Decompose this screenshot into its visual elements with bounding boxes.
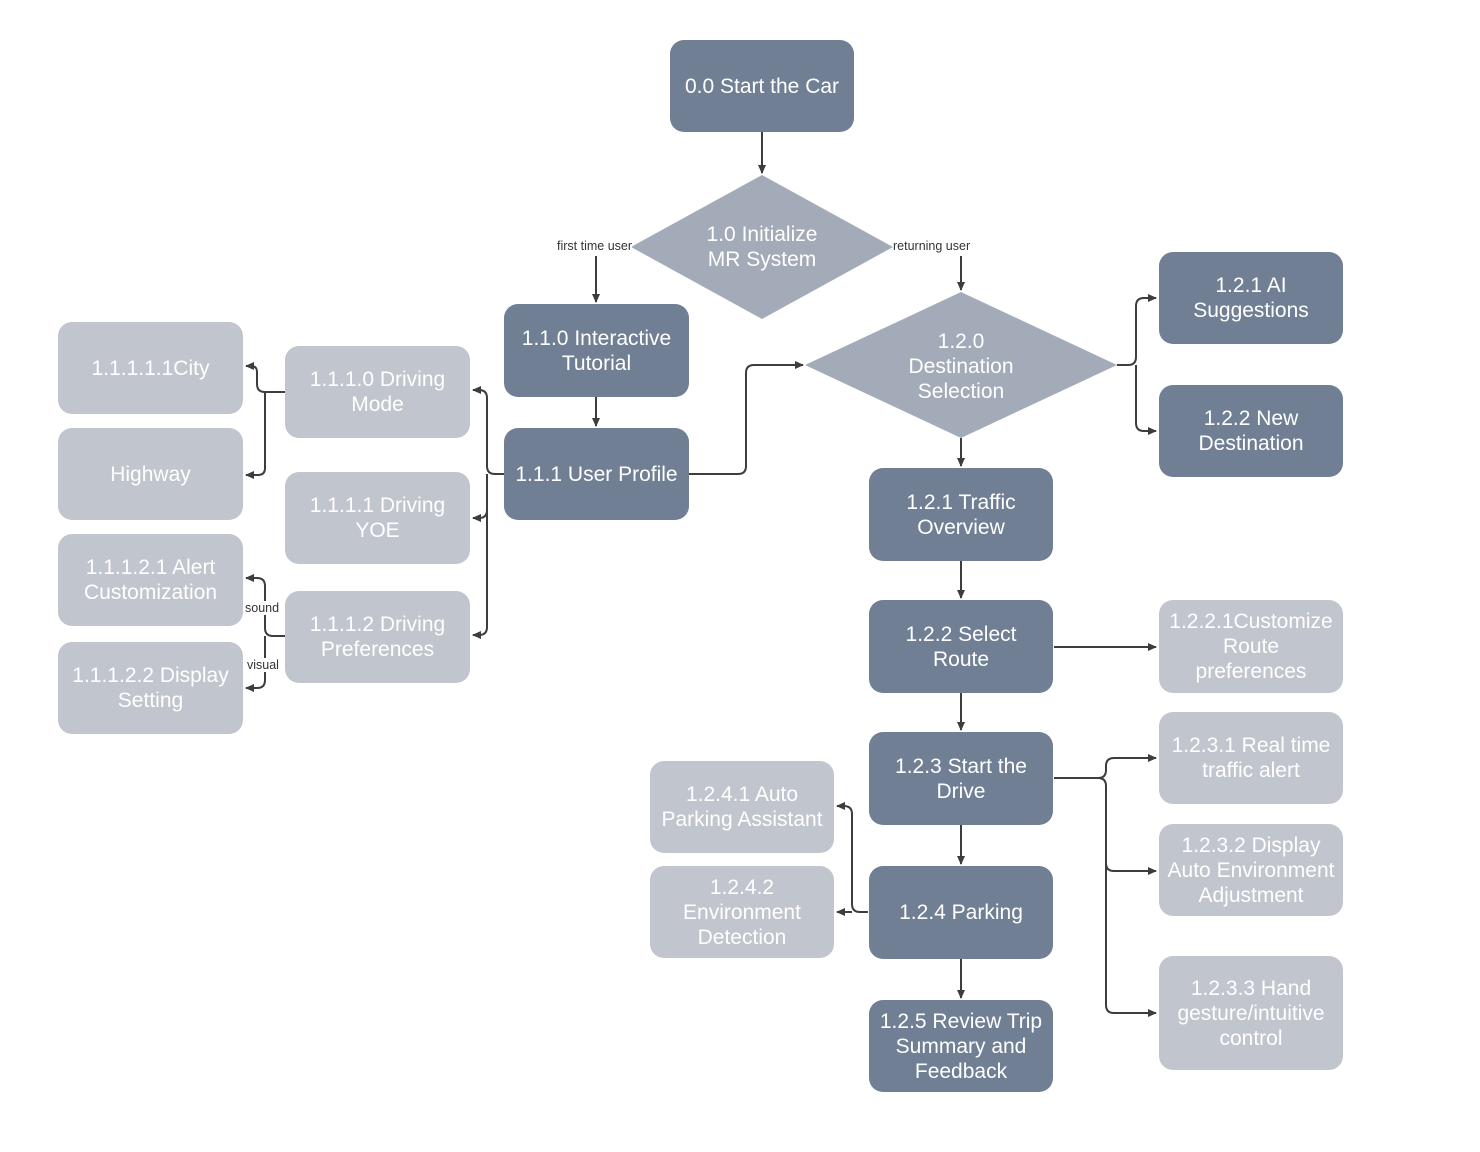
destination-diamond bbox=[805, 292, 1117, 438]
auto-parking-assistant-node: 1.2.4.1 Auto Parking Assistant bbox=[650, 761, 834, 853]
edge-label-sound: sound bbox=[245, 601, 280, 615]
edge-label-visual: visual bbox=[247, 658, 279, 672]
select-route-node: 1.2.2 Select Route bbox=[869, 600, 1053, 693]
destination-diamond-label: 1.2.0 Destination Selection bbox=[908, 329, 1014, 403]
edge-drive-gesture bbox=[1105, 863, 1157, 1017]
init-diamond-label: 1.0 Initialize MR System bbox=[706, 223, 818, 271]
init-diamond bbox=[631, 175, 893, 319]
environment-detection-node: 1.2.4.2 Environment Detection bbox=[650, 866, 834, 958]
edge-destination-new bbox=[1135, 365, 1157, 435]
edge-label-returning-user: returning user bbox=[893, 239, 971, 253]
parking-node: 1.2.4 Parking bbox=[869, 866, 1053, 959]
edge-prefs-display bbox=[245, 636, 266, 692]
edge-mode-highway bbox=[245, 392, 266, 479]
edge-profile-prefs bbox=[472, 510, 488, 639]
display-setting-node: 1.1.1.2.2 Display Setting bbox=[58, 642, 243, 734]
city-node: 1.1.1.1.1City bbox=[58, 322, 243, 414]
edge-profile-mode bbox=[472, 386, 504, 475]
review-trip-node: 1.2.5 Review Trip Summary and Feedback bbox=[869, 1000, 1053, 1092]
edge-parking-autoparking bbox=[836, 802, 868, 913]
edge-drive-realtime bbox=[1054, 754, 1157, 779]
edge-profile-yoe bbox=[472, 474, 488, 522]
driving-preferences-node: 1.1.1.2 Driving Preferences bbox=[285, 591, 470, 683]
highway-node: Highway bbox=[58, 428, 243, 520]
realtime-traffic-alert-node: 1.2.3.1 Real time traffic alert bbox=[1159, 712, 1343, 804]
customize-route-node: 1.2.2.1Customize Route preferences bbox=[1159, 600, 1343, 693]
edge-profile-destination bbox=[689, 361, 804, 475]
interactive-tutorial-node: 1.1.0 Interactive Tutorial bbox=[504, 304, 689, 397]
edge-label-first-time-user: first time user bbox=[557, 239, 633, 253]
auto-environment-node: 1.2.3.2 Display Auto Environment Adjustm… bbox=[1159, 824, 1343, 916]
driving-mode-node: 1.1.1.0 Driving Mode bbox=[285, 346, 470, 438]
edge-drive-autoenv bbox=[1097, 777, 1157, 875]
traffic-overview-node: 1.2.1 Traffic Overview bbox=[869, 468, 1053, 561]
driving-yoe-node: 1.1.1.1 Driving YOE bbox=[285, 472, 470, 564]
ai-suggestions-node: 1.2.1 AI Suggestions bbox=[1159, 252, 1343, 344]
edge-mode-city bbox=[245, 362, 285, 393]
edge-destination-ai bbox=[1117, 294, 1157, 366]
alert-customization-node: 1.1.1.2.1 Alert Customization bbox=[58, 534, 243, 626]
new-destination-node: 1.2.2 New Destination bbox=[1159, 385, 1343, 477]
start-drive-node: 1.2.3 Start the Drive bbox=[869, 732, 1053, 825]
hand-gesture-node: 1.2.3.3 Hand gesture/intuitive control bbox=[1159, 956, 1343, 1070]
user-profile-node: 1.1.1 User Profile bbox=[504, 428, 689, 520]
start-car-node: 0.0 Start the Car bbox=[670, 40, 854, 132]
